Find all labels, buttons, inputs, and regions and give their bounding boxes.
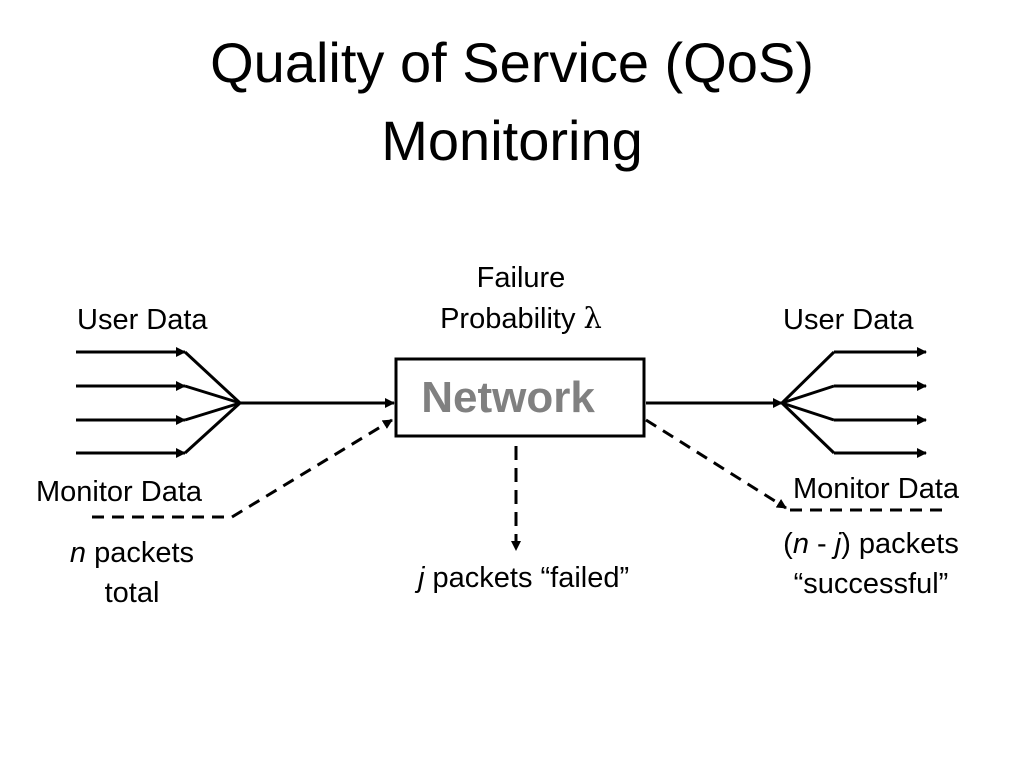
left-user-data-lines [76,347,395,458]
right-user-data-label: User Data [783,304,914,336]
right-split-line-2 [781,384,835,405]
j-packets-failed-label: j packets “failed” [418,558,629,598]
right-n-variable: n [792,528,809,560]
title-line-2: Monitoring [381,109,643,172]
n-minus-j-line: (n - j) packets [760,524,982,564]
network-label: Network [421,373,595,422]
left-merge-line-2 [184,384,241,405]
total-word: total [104,577,160,609]
n-variable: n [69,537,87,569]
right-monitor-diagonal [645,418,787,510]
left-merge-line-3 [184,401,241,422]
n-packets-line: n packets [30,533,234,573]
right-monitor-data-label: Monitor Data [793,473,960,505]
left-merge-line-4 [183,401,242,455]
right-user-data-lines [646,347,927,458]
left-user-data-label: User Data [77,304,208,336]
network-box [394,357,646,438]
failure-probability-label: Failure Probability λ [410,258,632,339]
close-packets-text: ) packets [841,528,959,560]
n-minus-j-successful-label: (n - j) packets “successful” [760,524,982,604]
right-monitor-lines [645,418,950,512]
failed-text: packets “failed” [424,562,630,594]
left-monitor-lines [92,418,393,519]
failure-label-word: Probability [440,303,576,335]
left-monitor-diagonal [231,418,393,519]
right-split-line-3 [781,401,835,422]
right-j-variable: j [834,528,842,560]
n-packets-total-label: n packets total [30,533,234,613]
right-split-line-1 [780,350,836,405]
right-split-line-4 [780,401,836,455]
open-paren: ( [783,528,793,560]
minus-sign: - [808,528,835,560]
title-line-1: Quality of Service (QoS) [210,31,814,94]
failure-label-line-2: Probability λ [410,298,632,339]
failure-label-line-1: Failure [476,262,566,294]
successful-word: “successful” [793,568,949,600]
left-monitor-data-label: Monitor Data [36,476,203,508]
lambda-symbol: λ [583,301,602,335]
packets-word: packets [86,537,195,569]
left-merge-line-1 [183,350,242,405]
j-variable: j [418,562,425,594]
slide-title: Quality of Service (QoS) Monitoring [0,24,1024,180]
